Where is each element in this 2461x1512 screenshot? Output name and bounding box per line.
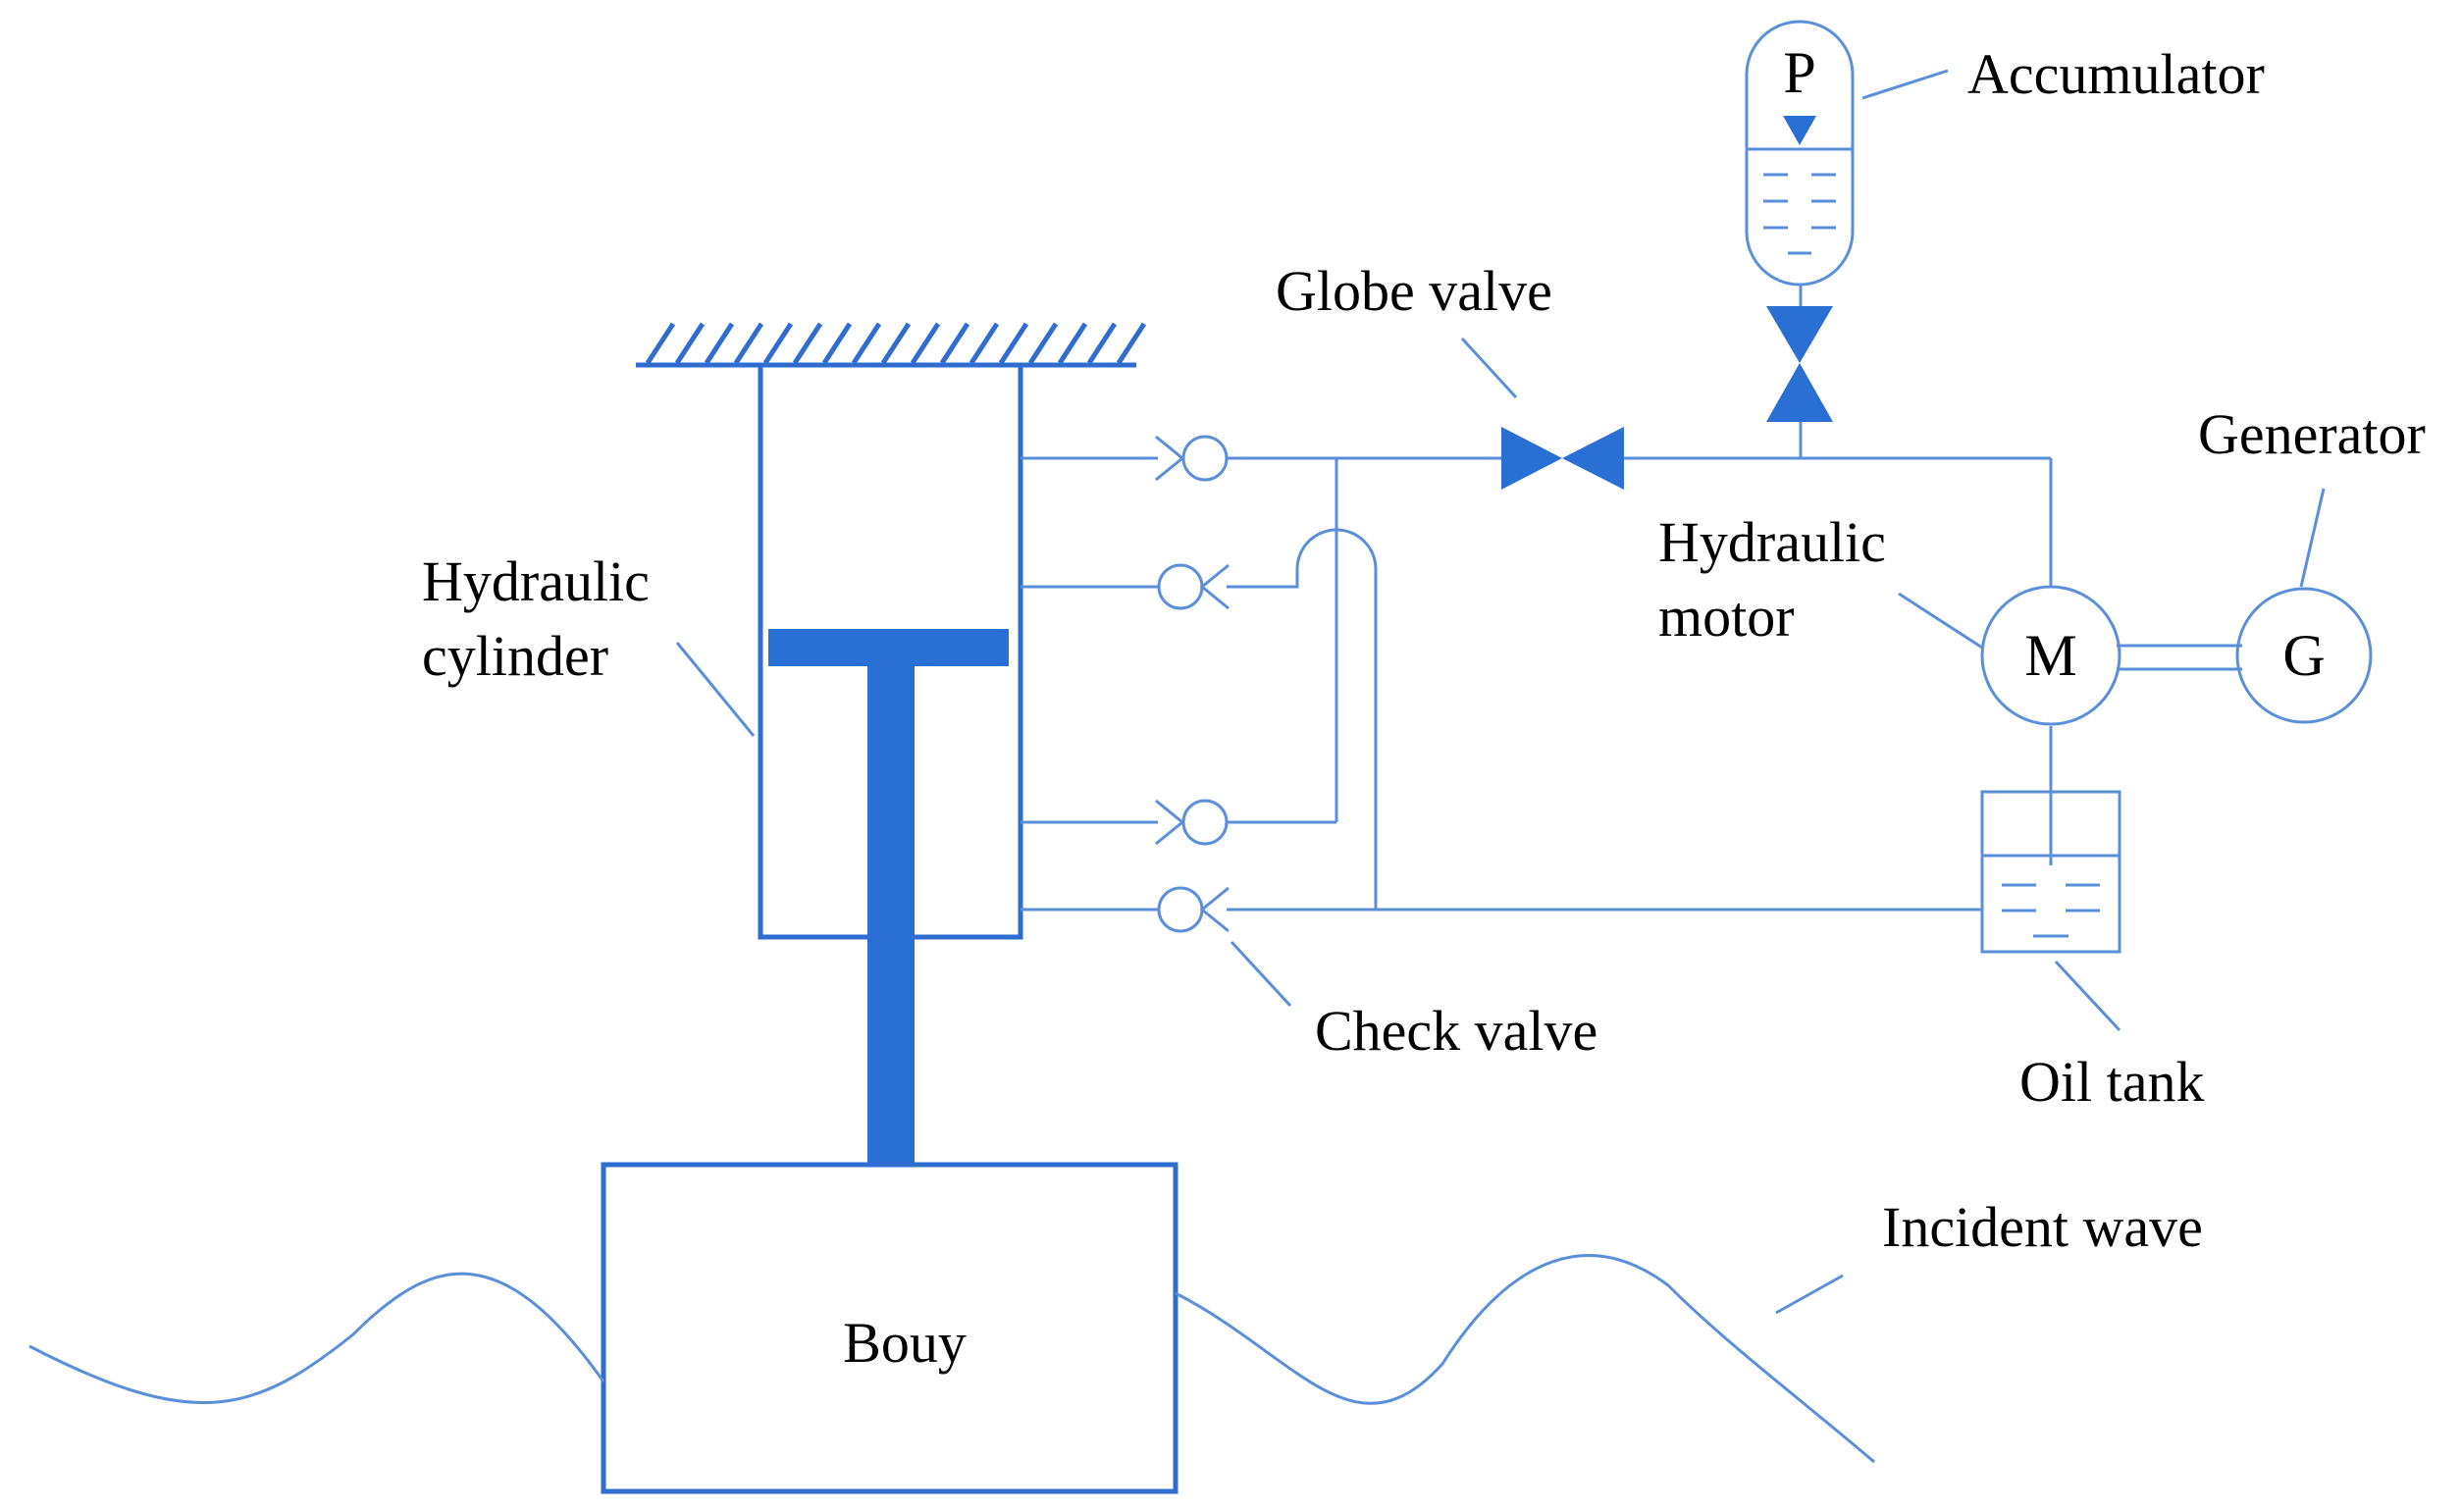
hydraulic-motor-label-line2: motor: [1658, 585, 1795, 649]
check-valve-1: [1155, 435, 1229, 482]
globe-valve: [1501, 427, 1624, 490]
incident-wave-label: Incident wave: [1882, 1195, 2203, 1259]
accumulator-valve: [1766, 306, 1833, 422]
check-valves: [1155, 435, 1230, 933]
motor-letter: M: [2024, 623, 2076, 688]
incident-wave-left: [28, 1272, 605, 1405]
check-valve-4: [1157, 886, 1230, 933]
piston: [768, 629, 1009, 666]
hatch-mark: [851, 322, 882, 365]
piping: [1021, 285, 2242, 912]
generator: G: [2235, 587, 2373, 724]
oil-tank: [1980, 790, 2121, 954]
check-valve-3: [1155, 799, 1229, 846]
hatch-mark: [910, 322, 941, 365]
oil-tank-label: Oil tank: [2019, 1050, 2204, 1114]
hydraulic-cylinder-label-line1: Hydraulic: [422, 549, 650, 613]
piston-rod: [867, 666, 915, 1165]
hatch-mark: [674, 322, 706, 365]
hydraulic-cylinder-label-line2: cylinder: [422, 624, 608, 688]
leader-lines: [675, 69, 2326, 1315]
hatch-mark: [1116, 322, 1147, 365]
generator-letter: G: [2282, 623, 2325, 688]
hatch-mark: [1086, 322, 1118, 365]
hatch-mark: [704, 322, 735, 365]
incident-wave-right: [1175, 1254, 1875, 1464]
check-valve-label: Check valve: [1315, 999, 1597, 1063]
buoy-label: Bouy: [843, 1311, 967, 1375]
hydraulic-motor-label-line1: Hydraulic: [1658, 510, 1886, 574]
hatch-mark: [939, 322, 970, 365]
hatch-mark: [969, 322, 1000, 365]
globe-valve-label: Globe valve: [1276, 259, 1552, 323]
fixed-support: [636, 322, 1147, 368]
hatch-mark: [762, 322, 794, 365]
accumulator: P: [1745, 20, 1855, 287]
hatch-mark: [821, 322, 853, 365]
accumulator-letter: P: [1783, 40, 1815, 105]
hydraulic-motor: M: [1980, 585, 2121, 726]
hatch-mark: [1027, 322, 1059, 365]
accumulator-label: Accumulator: [1967, 42, 2265, 106]
generator-label: Generator: [2198, 402, 2426, 466]
hatch-mark: [880, 322, 912, 365]
hatch-mark: [645, 322, 676, 365]
hatch-mark: [792, 322, 823, 365]
hatch-mark: [733, 322, 764, 365]
hatch-mark: [1057, 322, 1088, 365]
check-valve-2: [1157, 563, 1230, 610]
hatch-mark: [998, 322, 1029, 365]
buoy: [601, 1162, 1178, 1494]
